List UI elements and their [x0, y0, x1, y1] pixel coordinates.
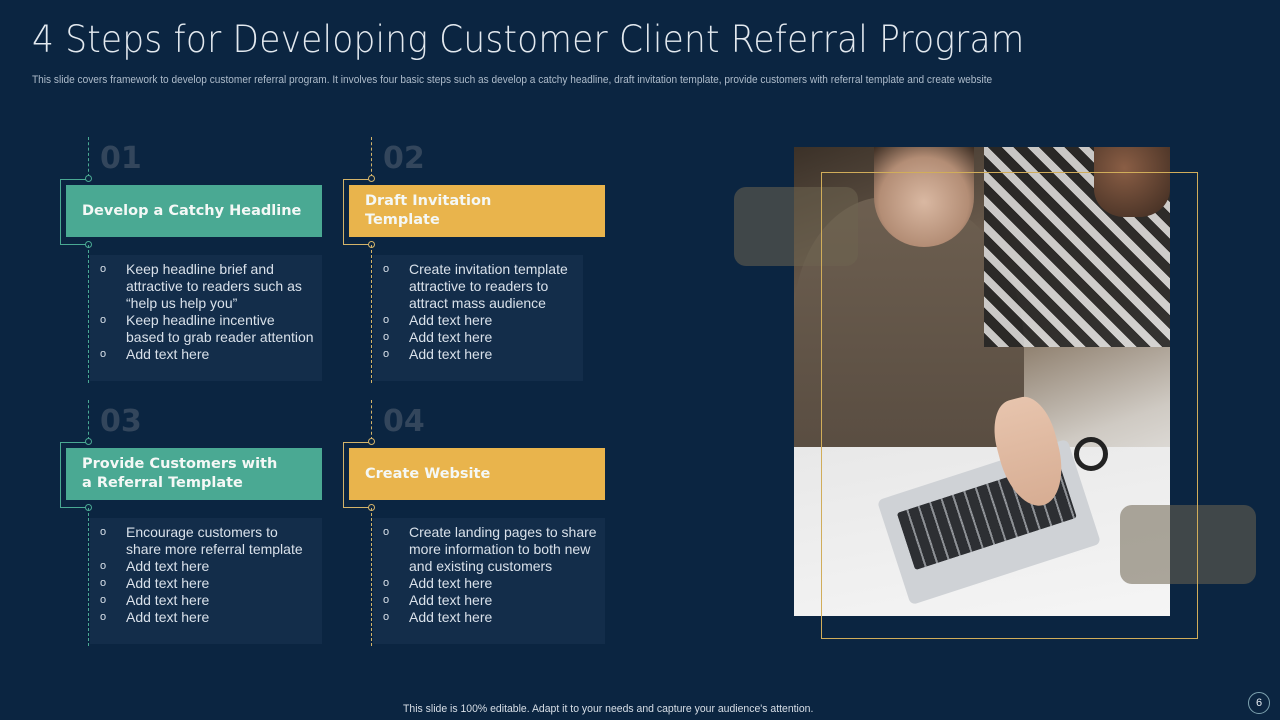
step-heading: Create Website — [349, 448, 605, 500]
step-number: 01 — [100, 141, 142, 176]
slide-subtitle: This slide covers framework to develop c… — [32, 74, 993, 86]
circle-bullet-icon: o — [383, 577, 390, 589]
circle-bullet-icon: o — [100, 594, 107, 606]
magnifier-graphic — [1074, 437, 1108, 471]
circle-bullet-icon: o — [383, 611, 390, 623]
bracket-connector — [60, 179, 88, 245]
circle-bullet-icon: o — [100, 314, 107, 326]
connector-dot-icon — [85, 175, 92, 182]
bracket-connector — [343, 442, 371, 508]
bracket-connector — [343, 179, 371, 245]
circle-bullet-icon: o — [383, 263, 390, 275]
connector-line — [371, 400, 372, 440]
step-card-3: 03 Provide Customers with a Referral Tem… — [60, 400, 360, 650]
step-number: 04 — [383, 404, 425, 439]
circle-bullet-icon: o — [100, 560, 107, 572]
step-heading: Draft Invitation Template — [349, 185, 605, 237]
connector-line — [88, 400, 89, 440]
circle-bullet-icon: o — [383, 526, 390, 538]
connector-line — [371, 137, 372, 177]
footer-note: This slide is 100% editable. Adapt it to… — [403, 703, 814, 715]
photo-outline-frame — [821, 172, 1198, 639]
circle-bullet-icon: o — [100, 263, 107, 275]
bracket-connector — [60, 442, 88, 508]
connector-line — [88, 137, 89, 177]
circle-bullet-icon: o — [100, 348, 107, 360]
step-heading: Develop a Catchy Headline — [66, 185, 322, 237]
connector-line — [371, 245, 372, 383]
step-number: 03 — [100, 404, 142, 439]
step-heading: Provide Customers with a Referral Templa… — [66, 448, 322, 500]
step-number: 02 — [383, 141, 425, 176]
connector-dot-icon — [85, 438, 92, 445]
slide-title: 4 Steps for Developing Customer Client R… — [32, 18, 1025, 61]
circle-bullet-icon: o — [383, 594, 390, 606]
circle-bullet-icon: o — [383, 314, 390, 326]
circle-bullet-icon: o — [100, 611, 107, 623]
connector-line — [88, 245, 89, 383]
circle-bullet-icon: o — [100, 577, 107, 589]
circle-bullet-icon: o — [100, 526, 107, 538]
connector-line — [88, 508, 89, 646]
connector-line — [371, 508, 372, 646]
page-number-badge: 6 — [1248, 692, 1270, 714]
circle-bullet-icon: o — [383, 348, 390, 360]
connector-dot-icon — [368, 438, 375, 445]
decorative-rounded-rect — [1120, 505, 1256, 584]
connector-dot-icon — [368, 175, 375, 182]
circle-bullet-icon: o — [383, 331, 390, 343]
decorative-rounded-rect — [734, 187, 858, 266]
